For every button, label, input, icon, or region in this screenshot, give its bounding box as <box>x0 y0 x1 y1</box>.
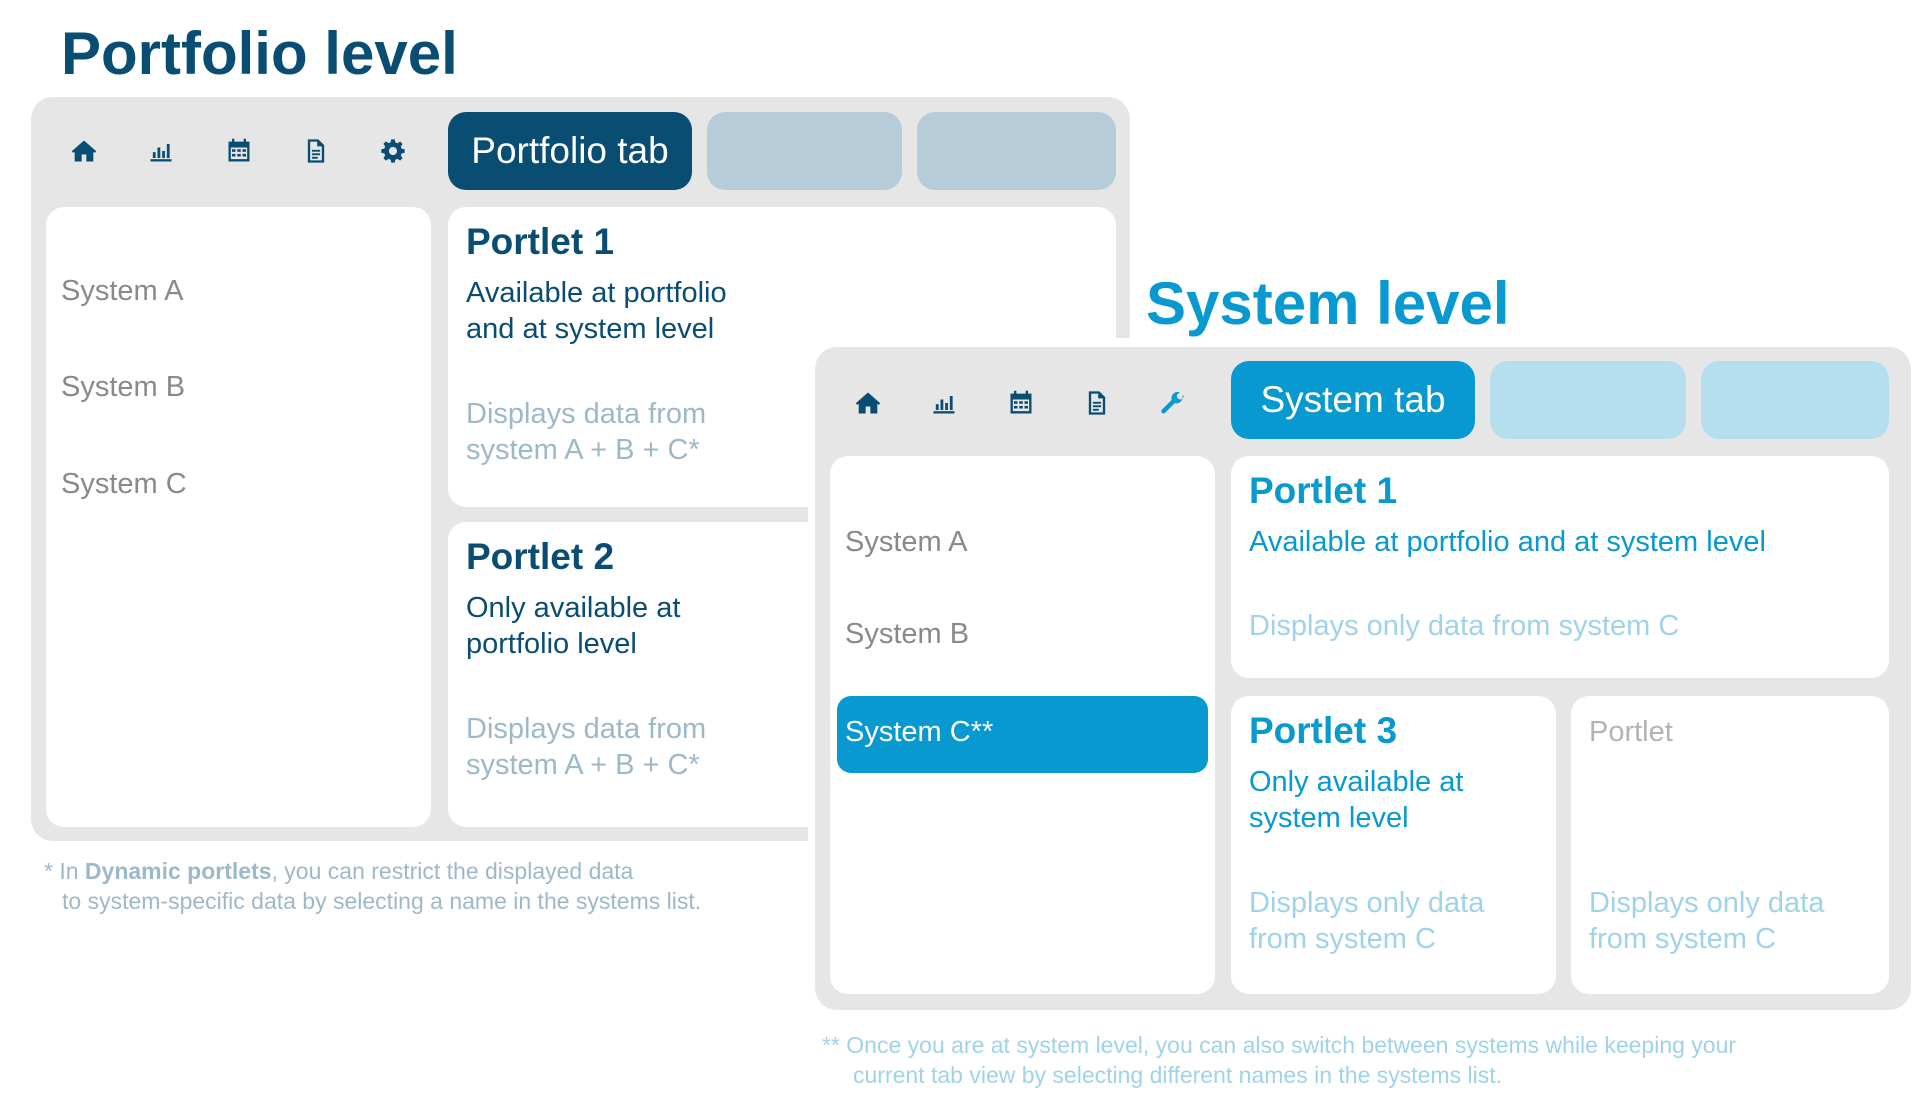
portlet-data-note: Displays data from system A + B + C* <box>466 711 706 784</box>
portlet-description: Only available at portfolio level <box>466 590 680 663</box>
footnote-line: current tab view by selecting different … <box>853 1061 1502 1088</box>
tab-portfolio-label: Portfolio tab <box>471 130 669 171</box>
system-list-item[interactable]: System C <box>61 468 187 500</box>
portlet-data-note: Displays only data from system C <box>1589 885 1824 958</box>
system-list-item[interactable]: System B <box>845 618 970 650</box>
system-list-item[interactable]: System A <box>61 275 184 307</box>
calendar-icon[interactable] <box>219 131 259 171</box>
footnote-line: to system-specific data by selecting a n… <box>62 887 702 914</box>
footnote-line: * In Dynamic portlets, you can restrict … <box>44 857 701 887</box>
portlet-1: Portlet 1 Available at portfolio and at … <box>1231 456 1889 678</box>
portlet-description: Available at portfolio and at system lev… <box>1249 526 1766 558</box>
tab-placeholder-2[interactable] <box>1701 361 1889 439</box>
portlet-title: Portlet 2 <box>466 536 615 577</box>
system-list-item[interactable]: System B <box>61 371 186 403</box>
systems-list: System A System B System C <box>46 207 431 827</box>
document-icon[interactable] <box>296 131 336 171</box>
portlet-data-note: Displays data from system A + B + C* <box>466 396 706 469</box>
portlet-description-line: Only available at <box>1249 766 1464 798</box>
portfolio-footnote: * In Dynamic portlets, you can restrict … <box>44 857 701 917</box>
portlet-data-note: Displays only data from system C <box>1249 885 1484 958</box>
portlet-description: Available at portfolio and at system lev… <box>466 275 727 348</box>
portlet-description: Only available at system level <box>1249 764 1463 837</box>
tab-system[interactable]: System tab <box>1231 361 1475 439</box>
system-list-item[interactable]: System A <box>845 526 968 558</box>
portfolio-heading: Portfolio level <box>61 20 458 87</box>
portlet-note-line: Displays only data <box>1589 887 1825 919</box>
bar-chart-icon[interactable] <box>924 383 964 423</box>
tab-portfolio[interactable]: Portfolio tab <box>448 112 692 190</box>
portlet-title: Portlet 1 <box>1249 470 1398 511</box>
portlet-3: Portlet 3 Only available at system level… <box>1231 696 1556 994</box>
footnote-prefix: * In <box>44 858 85 884</box>
portlet-description-line: system level <box>1249 802 1409 835</box>
portlet-note-line: Displays only data <box>1249 887 1485 919</box>
portlet-description-line: and at system level <box>466 313 715 346</box>
wrench-icon[interactable] <box>1153 383 1193 423</box>
portlet-description-line: portfolio level <box>466 628 637 661</box>
portlet-title: Portlet 3 <box>1249 710 1398 751</box>
tab-placeholder-1[interactable] <box>707 112 902 190</box>
portlet-note-line: Displays data from <box>466 713 707 745</box>
portlet-generic: Portlet Displays only data from system C <box>1571 696 1889 994</box>
portlet-title: Portlet 1 <box>466 221 615 262</box>
calendar-icon[interactable] <box>1001 383 1041 423</box>
tab-placeholder-2[interactable] <box>917 112 1116 190</box>
bar-chart-icon[interactable] <box>141 131 181 171</box>
footnote-text: , you can restrict the displayed data <box>271 858 634 884</box>
tab-placeholder-1[interactable] <box>1490 361 1686 439</box>
system-list-item-label: System C** <box>845 716 994 748</box>
portlet-note-line: from system C <box>1249 923 1436 956</box>
portlet-title: Portlet <box>1589 716 1673 748</box>
footnote-bold-term: Dynamic portlets <box>84 858 272 884</box>
portlet-note-line: from system C <box>1589 923 1776 956</box>
portlet-note-line: system A + B + C* <box>466 749 700 782</box>
system-list-item-selected[interactable]: System C** <box>837 696 1208 773</box>
system-panel: System tab System A System B System C** … <box>815 347 1911 1010</box>
portlet-note-line: system A + B + C* <box>466 434 700 467</box>
portlet-description-line: Only available at <box>466 592 681 624</box>
portlet-note-line: Displays data from <box>466 398 707 430</box>
system-heading: System level <box>1146 270 1510 337</box>
portlet-data-note: Displays only data from system C <box>1249 610 1680 642</box>
home-icon[interactable] <box>64 131 104 171</box>
home-icon[interactable] <box>848 383 888 423</box>
footnote-line: ** Once you are at system level, you can… <box>822 1032 1737 1058</box>
tab-system-label: System tab <box>1260 379 1446 420</box>
systems-list: System A System B System C** <box>830 456 1215 994</box>
system-footnote: ** Once you are at system level, you can… <box>822 1031 1736 1091</box>
portlet-description-line: Available at portfolio <box>466 277 727 309</box>
document-icon[interactable] <box>1077 383 1117 423</box>
gear-icon[interactable] <box>373 131 413 171</box>
